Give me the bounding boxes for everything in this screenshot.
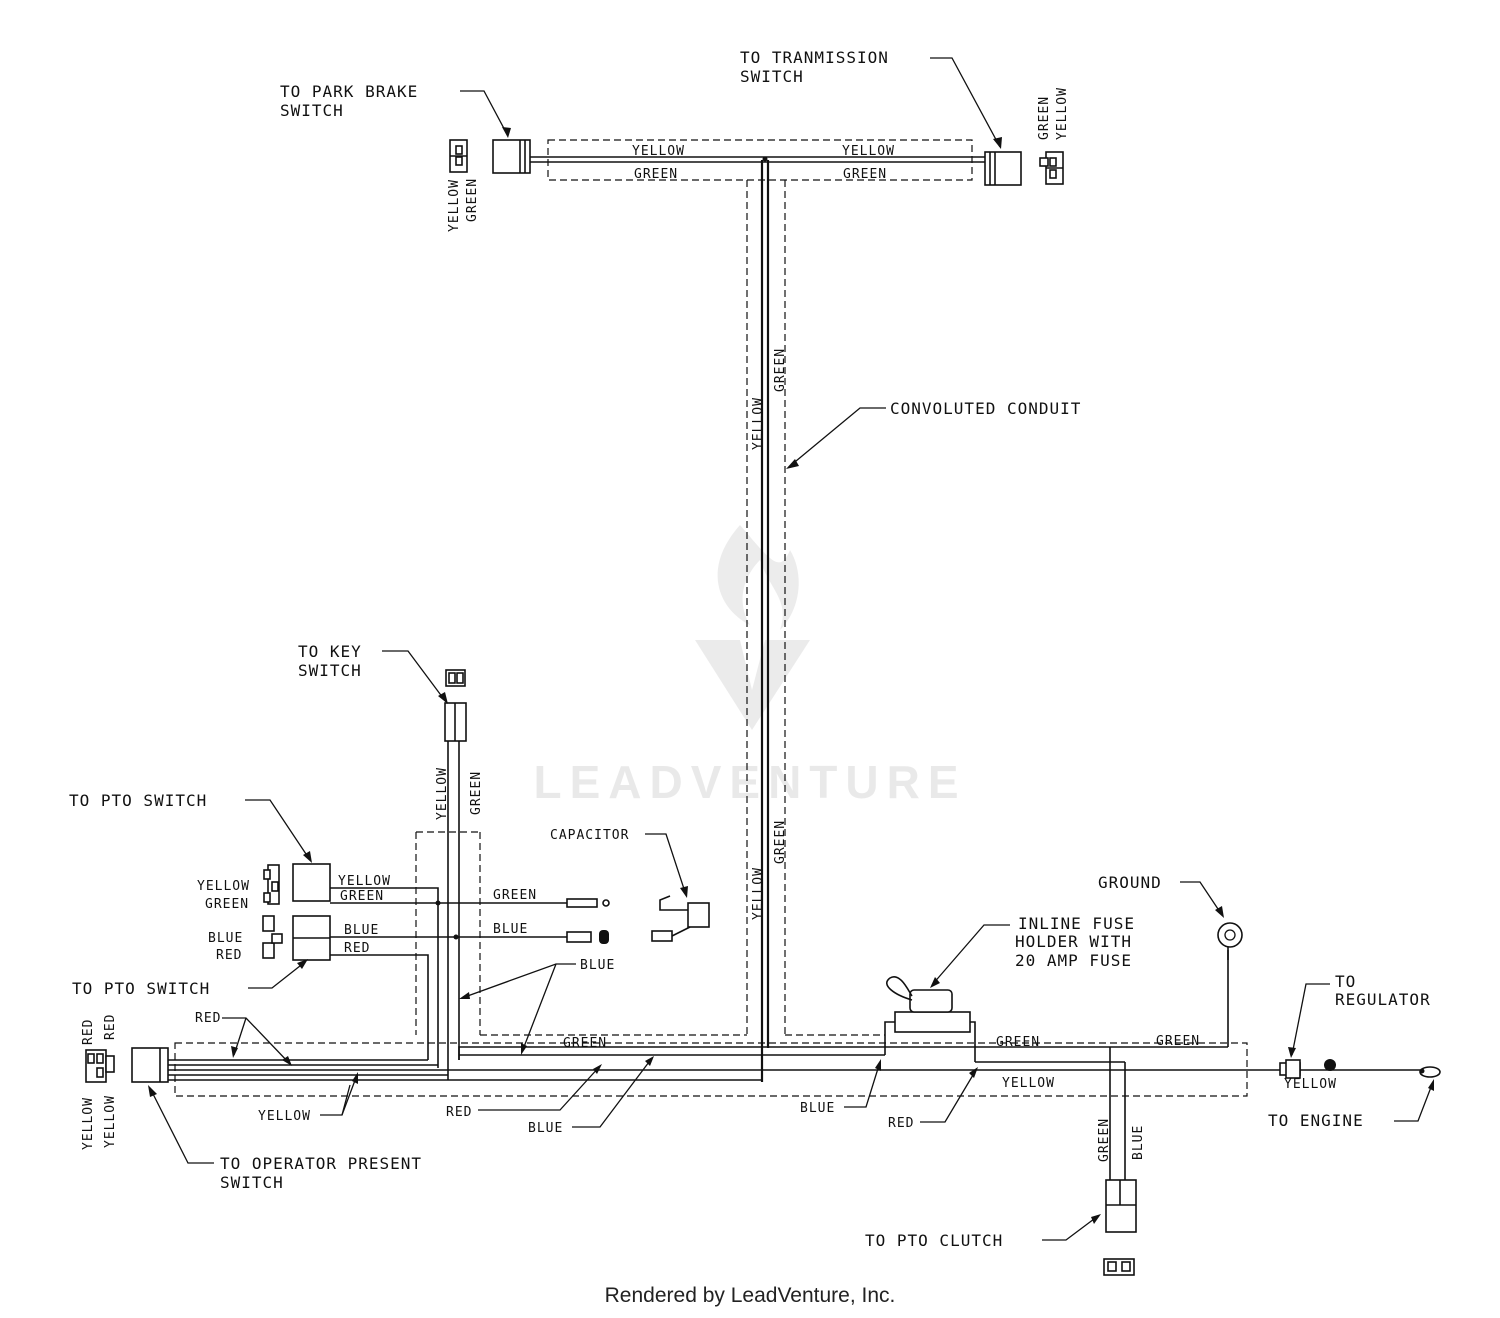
capacitor: CAPACITOR xyxy=(550,828,710,942)
key-switch-pin-icon xyxy=(445,669,466,687)
clutch-blue-label: BLUE xyxy=(1131,1125,1146,1160)
inline-fuse-holder: INLINE FUSE HOLDER WITH 20 AMP FUSE BLUE… xyxy=(800,914,1135,1131)
capacitor-green-label: GREEN xyxy=(493,888,537,903)
regulator-connector: YELLOW TO REGULATOR xyxy=(1279,972,1431,1092)
pto-switch-area: YELLOW GREEN YELLOW GREEN GREEN BLUE RED… xyxy=(69,791,610,1068)
fuse-label-1: INLINE FUSE xyxy=(1018,914,1135,933)
key-switch-branch: YELLOW GREEN TO KEY SWITCH xyxy=(298,642,484,1080)
pto-green-wire-label: GREEN xyxy=(340,889,384,904)
transmission-pin-icon xyxy=(1039,151,1064,185)
pto-yellow-wire-label: YELLOW xyxy=(338,874,391,889)
operator-yellow-1-label: YELLOW xyxy=(81,1097,96,1150)
pto-clutch-pin-icon xyxy=(1103,1258,1135,1276)
top-green-right-label: GREEN xyxy=(843,167,887,182)
conduit-label: CONVOLUTED CONDUIT xyxy=(890,399,1081,418)
main-red-label: RED xyxy=(195,1011,221,1026)
top-yellow-left-label: YELLOW xyxy=(632,144,685,159)
ground-label: GROUND xyxy=(1098,873,1162,892)
vertical-trunk: YELLOW GREEN YELLOW GREEN CONVOLUTED CON… xyxy=(480,160,1081,1082)
engine-label: TO ENGINE xyxy=(1268,1111,1364,1130)
main-blue-lower-label: BLUE xyxy=(528,1121,563,1136)
main-lower-harness: RED RED YELLOW YELLOW RED YELLOW RED BLU… xyxy=(81,950,1420,1192)
trunk-green-lower-label: GREEN xyxy=(773,820,788,864)
main-green-label: GREEN xyxy=(563,1036,607,1051)
fuse-blue-label: BLUE xyxy=(800,1101,835,1116)
park-brake-green-label: GREEN xyxy=(465,178,480,222)
main-green-right-label: GREEN xyxy=(996,1035,1040,1050)
top-green-left-label: GREEN xyxy=(634,167,678,182)
park-brake-connector xyxy=(492,139,531,174)
key-switch-label-1: TO KEY xyxy=(298,642,362,661)
clutch-green-label: GREEN xyxy=(1097,1118,1112,1162)
pto-switch-top-label: TO PTO SWITCH xyxy=(69,791,207,810)
main-blue-upper-label: BLUE xyxy=(580,958,615,973)
operator-red-1-label: RED xyxy=(81,1019,96,1045)
trunk-yellow-lower-label: YELLOW xyxy=(751,867,766,920)
ground-terminal: GROUND xyxy=(1098,873,1243,960)
pto-switch-connector-upper xyxy=(292,863,331,902)
transmission-green-label: GREEN xyxy=(1037,96,1052,140)
regulator-label-1: TO xyxy=(1335,972,1356,991)
pto-switch-upper-pin-icon xyxy=(263,864,280,905)
engine-terminal: TO ENGINE xyxy=(1268,1066,1441,1130)
operator-switch-pin-icon xyxy=(85,1049,115,1083)
main-yellow-right-label: YELLOW xyxy=(1002,1076,1055,1091)
footer-credit: Rendered by LeadVenture, Inc. xyxy=(604,1284,896,1307)
capacitor-label: CAPACITOR xyxy=(550,828,629,843)
main-yellow-label: YELLOW xyxy=(258,1109,311,1124)
capacitor-blue-label: BLUE xyxy=(493,922,528,937)
ground-green-label: GREEN xyxy=(1156,1034,1200,1049)
top-harness: YELLOW YELLOW GREEN GREEN YELLOW GREEN T… xyxy=(280,48,1070,232)
park-brake-label-1: TO PARK BRAKE xyxy=(280,82,418,101)
key-green-label: GREEN xyxy=(469,771,484,815)
key-yellow-label: YELLOW xyxy=(435,767,450,820)
transmission-label-1: TO TRANMISSION xyxy=(740,48,889,67)
top-yellow-right-label: YELLOW xyxy=(842,144,895,159)
pto-clutch-branch: GREEN BLUE TO PTO CLUTCH xyxy=(865,1118,1146,1276)
operator-yellow-2-label: YELLOW xyxy=(103,1095,118,1148)
leadventure-watermark: LEADVENTURE xyxy=(533,525,966,808)
park-brake-yellow-label: YELLOW xyxy=(447,179,462,232)
pto-clutch-connector xyxy=(1105,1179,1137,1233)
key-switch-connector xyxy=(444,702,467,742)
pto-upper-green-label: GREEN xyxy=(205,897,249,912)
fuse-label-2: HOLDER WITH xyxy=(1015,932,1132,951)
pto-blue-wire-label: BLUE xyxy=(344,923,379,938)
regulator-yellow-label: YELLOW xyxy=(1284,1077,1337,1092)
key-switch-label-2: SWITCH xyxy=(298,661,362,680)
pto-switch-bottom-label: TO PTO SWITCH xyxy=(72,979,210,998)
trunk-green-upper-label: GREEN xyxy=(773,348,788,392)
trunk-yellow-upper-label: YELLOW xyxy=(751,397,766,450)
park-brake-label-2: SWITCH xyxy=(280,101,344,120)
pto-switch-connector-lower xyxy=(292,915,331,961)
operator-switch-connector xyxy=(131,1047,169,1083)
main-red-lower-label: RED xyxy=(446,1105,472,1120)
park-brake-pin-icon xyxy=(449,139,468,173)
operator-label-2: SWITCH xyxy=(220,1173,284,1192)
pto-switch-lower-pin-icon xyxy=(262,915,283,959)
transmission-label-2: SWITCH xyxy=(740,67,804,86)
pto-red-wire-label: RED xyxy=(344,941,370,956)
fuse-red-label: RED xyxy=(888,1116,914,1131)
watermark-text: LEADVENTURE xyxy=(533,756,966,808)
transmission-yellow-label: YELLOW xyxy=(1055,87,1070,140)
pto-upper-yellow-label: YELLOW xyxy=(197,879,250,894)
fuse-label-3: 20 AMP FUSE xyxy=(1015,951,1132,970)
operator-red-2-label: RED xyxy=(103,1014,118,1040)
pto-clutch-label: TO PTO CLUTCH xyxy=(865,1231,1003,1250)
operator-label-1: TO OPERATOR PRESENT xyxy=(220,1154,422,1173)
transmission-connector xyxy=(984,151,1022,186)
regulator-label-2: REGULATOR xyxy=(1335,990,1431,1009)
pto-lower-blue-label: BLUE xyxy=(208,931,243,946)
pto-lower-red-label: RED xyxy=(216,948,242,963)
